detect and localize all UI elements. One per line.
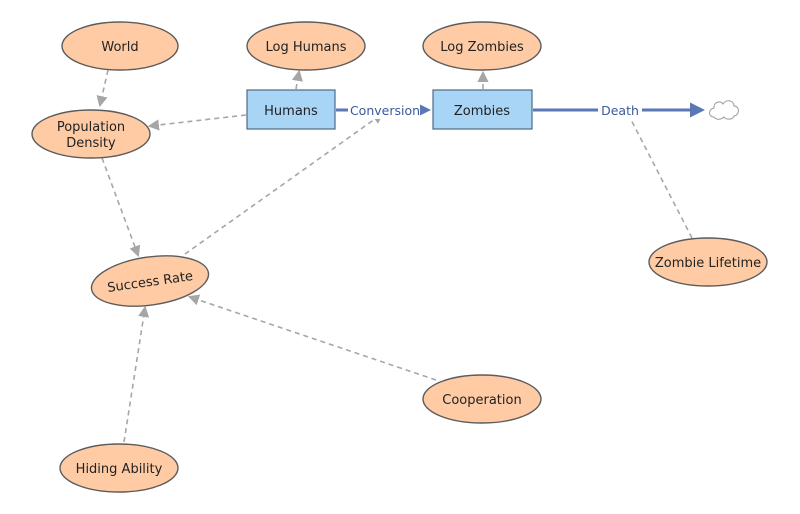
variable-hiding-ability-label: Hiding Ability bbox=[76, 462, 163, 477]
link-population-density-to-success-rate[interactable] bbox=[101, 157, 141, 258]
link-humans-to-log-humans[interactable] bbox=[291, 69, 303, 90]
variable-hiding-ability[interactable]: Hiding Ability bbox=[59, 443, 179, 493]
variable-zombie-lifetime-label: Zombie Lifetime bbox=[655, 256, 761, 271]
link-zombie-lifetime-to-death[interactable] bbox=[623, 106, 693, 239]
variable-log-humans-label: Log Humans bbox=[265, 40, 346, 55]
link-world-to-population-density[interactable] bbox=[96, 69, 109, 108]
links bbox=[96, 69, 693, 443]
variable-world-shape[interactable] bbox=[61, 21, 179, 71]
stock-zombies-label: Zombies bbox=[454, 104, 510, 119]
flow-conversion-label-bg bbox=[348, 101, 420, 119]
flow-death-label[interactable]: Death bbox=[601, 103, 639, 118]
variable-success-rate[interactable]: Success Rate bbox=[88, 249, 212, 313]
cloud-icon bbox=[709, 100, 739, 120]
stock-humans-label: Humans bbox=[264, 104, 318, 119]
link-success-rate-to-conversion[interactable] bbox=[184, 112, 384, 255]
stock-zombies-box[interactable] bbox=[432, 89, 533, 130]
link-hiding-ability-to-success-rate[interactable] bbox=[123, 305, 150, 443]
variable-cooperation-shape[interactable] bbox=[422, 374, 542, 424]
variable-log-humans[interactable]: Log Humans bbox=[246, 21, 366, 71]
variable-world-label: World bbox=[101, 40, 138, 55]
variable-zombie-lifetime-shape[interactable] bbox=[648, 237, 768, 287]
link-humans-to-population-density[interactable] bbox=[147, 114, 247, 131]
flow-death-label-bg bbox=[598, 101, 642, 119]
variable-log-zombies-label: Log Zombies bbox=[440, 40, 524, 55]
variable-log-zombies-shape[interactable] bbox=[422, 21, 542, 71]
variable-log-humans-shape[interactable] bbox=[246, 21, 366, 71]
stock-humans-box[interactable] bbox=[246, 89, 336, 130]
stock-zombies[interactable]: Zombies bbox=[432, 89, 533, 130]
variable-success-rate-shape[interactable] bbox=[88, 249, 212, 313]
variable-population-density-label-line2: Density bbox=[66, 136, 116, 151]
variable-population-density-label-line1: Population bbox=[57, 120, 125, 135]
variable-population-density-shape[interactable] bbox=[31, 109, 151, 159]
variable-cooperation-label: Cooperation bbox=[442, 393, 521, 408]
flow-conversion-label[interactable]: Conversion bbox=[350, 103, 420, 118]
flows: Conversion Death bbox=[336, 101, 705, 119]
variable-zombie-lifetime[interactable]: Zombie Lifetime bbox=[648, 237, 768, 287]
stock-humans[interactable]: Humans bbox=[246, 89, 336, 130]
variable-population-density[interactable]: Population Density bbox=[31, 109, 151, 159]
variable-hiding-ability-shape[interactable] bbox=[59, 443, 179, 493]
variable-log-zombies[interactable]: Log Zombies bbox=[422, 21, 542, 71]
variable-world[interactable]: World bbox=[61, 21, 179, 71]
link-cooperation-to-success-rate[interactable] bbox=[187, 294, 437, 381]
variable-cooperation[interactable]: Cooperation bbox=[422, 374, 542, 424]
